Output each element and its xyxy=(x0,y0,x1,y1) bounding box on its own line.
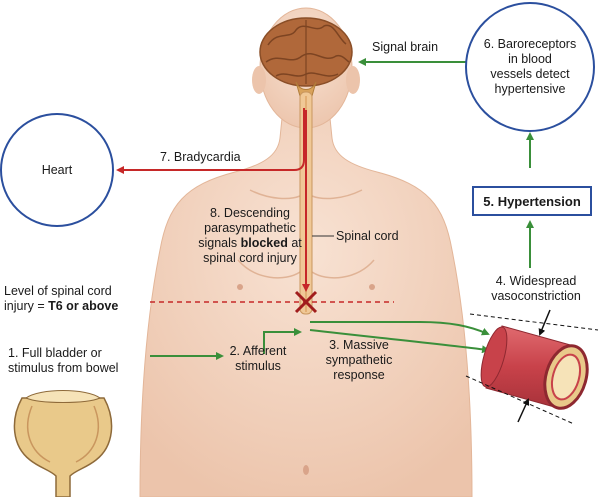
afferent-line-1: 2. Afferent xyxy=(229,344,287,358)
afferent-label: 2. Afferent stimulus xyxy=(220,344,296,374)
bradycardia-arrow xyxy=(116,108,305,174)
full-bladder-label: 1. Full bladder or stimulus from bowel xyxy=(8,346,118,376)
injury-level-line-1: Level of spinal cord xyxy=(4,284,112,298)
vasoconstriction-line-2: vasoconstriction xyxy=(491,289,581,303)
blocked-text: blocked xyxy=(240,236,288,250)
sympathetic-arrow-lower xyxy=(309,329,490,354)
vasoconstriction-line-1: 4. Widespread xyxy=(495,274,577,288)
full-bladder-line-1: 1. Full bladder or xyxy=(8,346,102,360)
bladder xyxy=(13,390,113,497)
full-bladder-line-2: stimulus from bowel xyxy=(8,361,119,375)
baroreceptors-line-4: hypertensive xyxy=(494,82,566,96)
hypertension-box: 5. Hypertension xyxy=(472,186,592,216)
blood-vessel xyxy=(465,309,599,425)
injury-x-mark xyxy=(294,290,318,314)
sympathetic-line-3: response xyxy=(333,368,385,382)
descending-line-1: 8. Descending xyxy=(210,206,290,220)
descending-line-3: signals blocked at xyxy=(196,236,304,251)
signal-brain-label: Signal brain xyxy=(372,40,439,54)
sympathetic-arrow-upper xyxy=(310,321,490,336)
heart-label: Heart xyxy=(41,162,73,177)
baroreceptors-label: 6. Baroreceptors in blood vessels detect… xyxy=(470,7,590,127)
spinal-cord-label: Spinal cord xyxy=(336,229,399,243)
baroreceptors-line-2: in blood xyxy=(508,52,552,66)
vasoconstriction-label: 4. Widespread vasoconstriction xyxy=(474,274,598,304)
brain xyxy=(259,17,353,97)
bradycardia-label: 7. Bradycardia xyxy=(160,150,241,164)
descending-line-4: spinal cord injury xyxy=(203,251,297,265)
sympathetic-label: 3. Massive sympathetic response xyxy=(314,338,404,383)
heart-circle xyxy=(0,113,114,227)
descending-signals-label: 8. Descending parasympathetic signals bl… xyxy=(196,206,304,266)
baroreceptors-circle xyxy=(465,2,595,132)
baroreceptors-line-3: vessels detect xyxy=(490,67,570,81)
injury-level-label: Level of spinal cord injury = T6 or abov… xyxy=(4,284,118,314)
sympathetic-line-2: sympathetic xyxy=(325,353,393,367)
descending-line-2: parasympathetic xyxy=(204,221,296,235)
injury-level-line-2: injury = T6 or above xyxy=(4,299,118,314)
baroreceptors-line-1: 6. Baroreceptors xyxy=(483,37,577,51)
afferent-line-2: stimulus xyxy=(235,359,281,373)
signals-post-text: at xyxy=(287,236,302,250)
injury-level-bold: T6 or above xyxy=(48,299,119,313)
sympathetic-line-1: 3. Massive xyxy=(329,338,389,352)
injury-level-pre: injury = xyxy=(4,299,49,313)
afferent-arrow xyxy=(263,328,302,354)
signals-pre-text: signals xyxy=(198,236,241,250)
